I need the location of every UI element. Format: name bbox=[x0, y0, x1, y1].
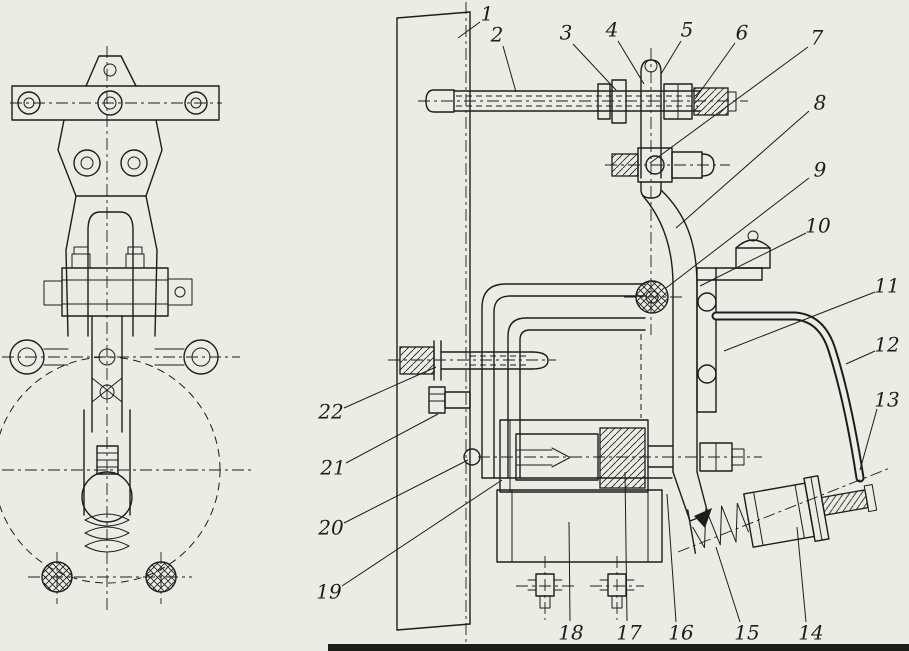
fitting-shank bbox=[444, 391, 471, 409]
callout-6: 6 bbox=[736, 21, 749, 45]
callout-1: 1 bbox=[481, 2, 494, 26]
bottom-right-boss bbox=[145, 561, 177, 593]
scan-edge-strip bbox=[328, 644, 909, 651]
callout-leader-5 bbox=[660, 40, 682, 75]
top-bolt-head bbox=[425, 89, 455, 113]
left-trunnion bbox=[9, 339, 45, 375]
piston-tip bbox=[551, 447, 571, 468]
clamp-bracket bbox=[61, 267, 169, 317]
callout-leader-9 bbox=[665, 177, 810, 289]
callout-leader-12 bbox=[845, 350, 876, 365]
callout-17: 17 bbox=[616, 621, 642, 645]
wall-bolt-head bbox=[399, 346, 435, 375]
shock-axis bbox=[677, 467, 891, 553]
callout-22: 22 bbox=[317, 400, 343, 424]
callout-leader-7 bbox=[649, 46, 809, 164]
callout-18: 18 bbox=[558, 621, 583, 645]
callout-14: 14 bbox=[798, 621, 823, 645]
callout-12: 12 bbox=[874, 333, 899, 357]
shock-rod bbox=[820, 489, 869, 516]
upper-body bbox=[57, 119, 163, 197]
callout-4: 4 bbox=[605, 18, 619, 42]
callout-leader-19 bbox=[341, 479, 503, 587]
clamp-shaft-end bbox=[167, 278, 193, 306]
callout-leader-11 bbox=[723, 291, 876, 352]
callout-13: 13 bbox=[874, 388, 899, 412]
clamp-bolt bbox=[125, 246, 145, 269]
washer bbox=[611, 79, 627, 124]
callout-leader-6 bbox=[694, 42, 736, 100]
valve-body bbox=[735, 247, 771, 269]
callout-leader-17 bbox=[624, 471, 628, 622]
callout-8: 8 bbox=[814, 91, 827, 115]
callout-7: 7 bbox=[811, 26, 824, 50]
frame-arch bbox=[87, 211, 134, 337]
bottom-left-boss bbox=[41, 561, 73, 593]
frame-right-cheek bbox=[145, 195, 158, 337]
top-lug bbox=[85, 55, 137, 87]
bolt-hole bbox=[184, 91, 208, 115]
callout-21: 21 bbox=[319, 456, 345, 480]
lever-arm-outer bbox=[660, 189, 698, 473]
swing-radius-circle bbox=[0, 356, 221, 584]
callout-11: 11 bbox=[874, 274, 899, 298]
shock-spring bbox=[692, 502, 749, 549]
callout-16: 16 bbox=[668, 621, 694, 645]
threaded-end bbox=[693, 87, 729, 116]
callout-leader-22 bbox=[343, 366, 437, 409]
damper-cylinder bbox=[499, 419, 649, 493]
bracket-hole bbox=[697, 292, 717, 312]
valve-nipple bbox=[747, 230, 759, 242]
spring-coil bbox=[84, 513, 130, 553]
callout-5: 5 bbox=[681, 18, 694, 42]
callout-3: 3 bbox=[560, 21, 573, 45]
valve-dome bbox=[735, 239, 771, 249]
callout-leader-4 bbox=[617, 40, 645, 85]
callout-leader-20 bbox=[343, 459, 469, 524]
clamp-bolt bbox=[71, 246, 91, 269]
side-view bbox=[388, 2, 891, 645]
gland-block bbox=[599, 427, 646, 489]
callout-2: 2 bbox=[490, 23, 504, 47]
callout-leader-15 bbox=[715, 546, 741, 623]
bolt-hole bbox=[97, 90, 123, 116]
clamp-left-tab bbox=[43, 280, 63, 306]
right-trunnion bbox=[183, 339, 219, 375]
callout-10: 10 bbox=[805, 214, 831, 238]
callout-leader-16 bbox=[666, 493, 677, 623]
callout-leader-1 bbox=[457, 21, 481, 39]
callout-leader-8 bbox=[675, 110, 810, 229]
roller bbox=[81, 471, 133, 523]
callout-leader-13 bbox=[859, 408, 878, 471]
fitting-head bbox=[428, 386, 446, 414]
callout-leader-14 bbox=[796, 526, 807, 623]
callout-15: 15 bbox=[734, 621, 759, 645]
callout-19: 19 bbox=[316, 580, 342, 604]
base-plate bbox=[496, 489, 663, 563]
front-view bbox=[0, 46, 252, 612]
shock-assembly bbox=[687, 475, 878, 554]
top-bar bbox=[11, 85, 220, 121]
bracket-hole bbox=[697, 364, 717, 384]
frame-left-cheek bbox=[65, 195, 77, 337]
callout-leader-3 bbox=[572, 43, 617, 91]
callout-leader-10 bbox=[699, 232, 807, 287]
frame-outer bbox=[481, 283, 646, 479]
callout-leader-21 bbox=[345, 413, 439, 464]
pivot-bolt-head bbox=[611, 153, 639, 177]
callout-leader-18 bbox=[568, 521, 571, 622]
piston bbox=[515, 433, 599, 481]
callout-20: 20 bbox=[317, 516, 344, 540]
washer bbox=[597, 83, 611, 120]
callout-9: 9 bbox=[814, 158, 827, 182]
callout-leader-2 bbox=[502, 45, 517, 93]
bent-rod bbox=[711, 311, 865, 483]
bolt-hole bbox=[17, 91, 41, 115]
shock-cylinder bbox=[743, 482, 815, 548]
